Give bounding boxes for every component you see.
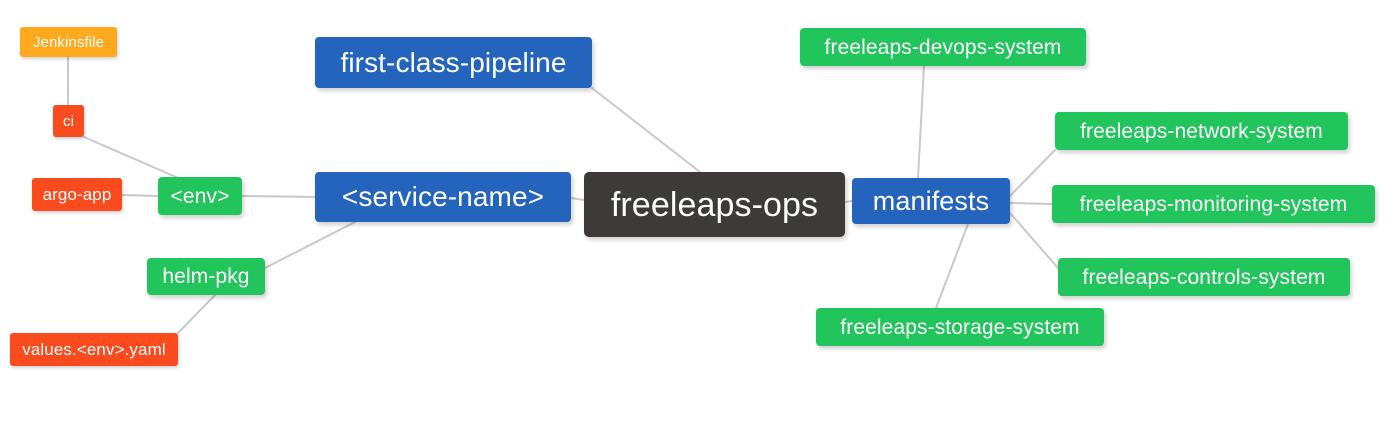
node-ci[interactable]: ci <box>53 105 84 137</box>
edge-env-to-argo-app <box>121 194 159 197</box>
edge-manifests-to-freeleaps-monitoring-system <box>1009 202 1053 205</box>
node-freeleaps-ops[interactable]: freeleaps-ops <box>584 172 845 237</box>
node-values-env-yaml[interactable]: values.<env>.yaml <box>10 333 178 366</box>
edge-manifests-to-freeleaps-network-system <box>1009 149 1056 197</box>
node-freeleaps-devops-system[interactable]: freeleaps-devops-system <box>800 28 1086 66</box>
edge-service-name-to-helm-pkg <box>264 221 356 269</box>
edge-freeleaps-ops-to-manifests <box>844 200 853 203</box>
node-freeleaps-storage-system[interactable]: freeleaps-storage-system <box>816 308 1104 346</box>
node-freeleaps-monitoring-system[interactable]: freeleaps-monitoring-system <box>1052 185 1375 223</box>
edge-freeleaps-ops-to-first-class-pipeline <box>591 87 701 173</box>
node-jenkinsfile[interactable]: Jenkinsfile <box>20 27 117 57</box>
node-argo-app[interactable]: argo-app <box>32 178 122 211</box>
edge-manifests-to-freeleaps-devops-system <box>917 65 925 179</box>
edge-service-name-to-env <box>241 195 316 198</box>
edge-manifests-to-freeleaps-controls-system <box>1009 212 1059 269</box>
node-manifests[interactable]: manifests <box>852 178 1010 224</box>
node-helm-pkg[interactable]: helm-pkg <box>147 258 265 295</box>
edge-helm-pkg-to-values-env-yaml <box>177 294 216 334</box>
edge-env-to-ci <box>83 136 177 178</box>
edge-manifests-to-freeleaps-storage-system <box>935 223 969 309</box>
node-service-name[interactable]: <service-name> <box>315 172 571 222</box>
edge-freeleaps-ops-to-service-name <box>570 197 585 201</box>
node-env[interactable]: <env> <box>158 177 242 215</box>
node-freeleaps-controls-system[interactable]: freeleaps-controls-system <box>1058 258 1350 296</box>
node-first-class-pipeline[interactable]: first-class-pipeline <box>315 37 592 88</box>
node-freeleaps-network-system[interactable]: freeleaps-network-system <box>1055 112 1348 150</box>
